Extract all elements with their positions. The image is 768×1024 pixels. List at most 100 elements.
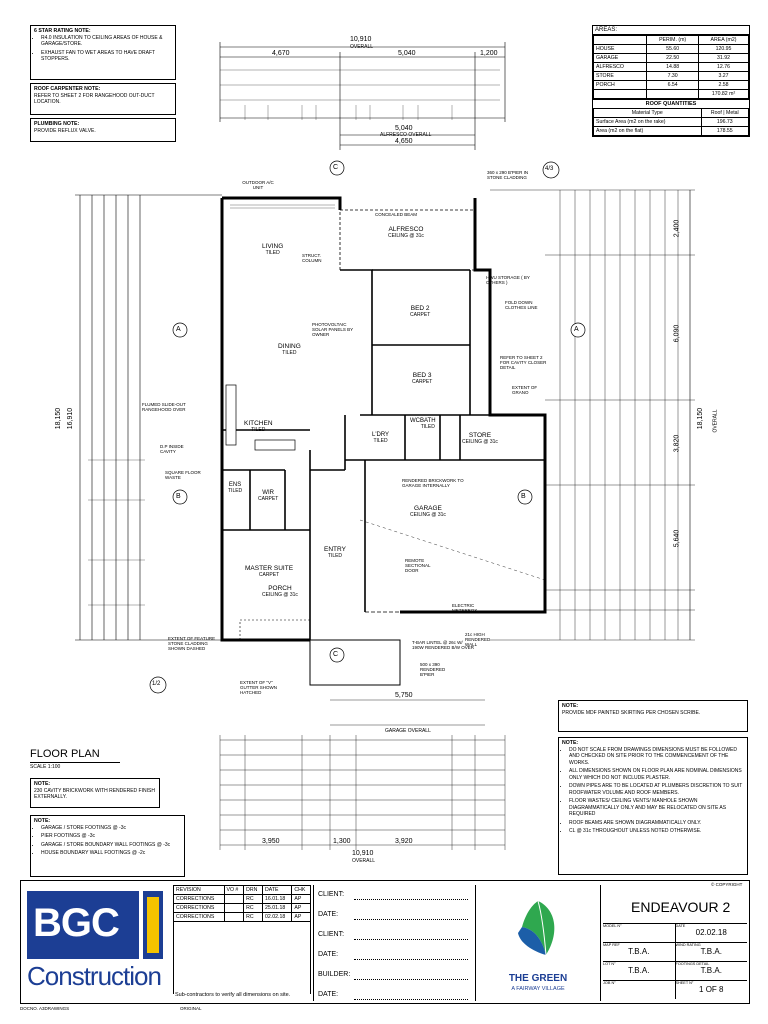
mdf-text: PROVIDE MDF PAINTED SKIRTING PER CHOSEN … xyxy=(562,709,701,716)
floor-plan-scale: SCALE 1:100 xyxy=(30,762,120,770)
footings-item: GARAGE / STORE FOOTINGS @ -3c xyxy=(41,825,181,832)
dim-right-overall: 18,150 xyxy=(697,407,705,430)
client-label: CLIENT: xyxy=(318,931,345,938)
dim-right-part: 2,400 xyxy=(673,219,681,238)
general-heading: NOTE: xyxy=(562,740,579,746)
callout-sectional-door: REMOTE SECTIONAL DOOR xyxy=(405,558,431,573)
revision-cell xyxy=(223,903,245,913)
footings-item: GARAGE / STORE BOUNDARY WALL FOOTINGS @ … xyxy=(41,842,181,849)
internal-walls xyxy=(222,209,545,640)
scale-marker-1-2 xyxy=(149,676,167,694)
dim-top-0: 4,670 xyxy=(272,50,290,57)
general-item: FLOOR WASTES/ CEILING VENTS/ MANHOLE SHO… xyxy=(569,798,744,818)
callout-rangehood: FLUMED SLIDE-OUT RANGEHOOD OVER xyxy=(142,402,186,412)
dim-alfresco-label: ALFRESCO OVERALL xyxy=(380,132,432,138)
revision-header: CHK xyxy=(291,885,311,895)
section-a-left xyxy=(172,322,188,338)
general-item: DOWN PIPES ARE TO BE LOCATED AT PLUMBERS… xyxy=(569,783,744,796)
footings-item: HOUSE BOUNDARY WALL FOOTINGS @ -2c xyxy=(41,850,181,857)
estate-tagline: A FAIRWAY VILLAGE xyxy=(511,986,565,992)
callout-t-bar-lintel: T-BAR LINTEL @ 26c W/ 190W RENDERED B/W … xyxy=(412,640,475,650)
bgc-logo-construction: Construction xyxy=(27,961,162,991)
dim-left-overall: 18,150 xyxy=(55,407,63,430)
roof-value: 178.55 xyxy=(700,126,750,136)
revision-cell: 25.01.18 xyxy=(262,903,293,913)
callout-v-gutter: EXTENT OF "V" GUTTER SHOWN HATCHED xyxy=(240,680,277,695)
revision-cell: CORRECTIONS xyxy=(173,894,225,904)
porch-outline xyxy=(239,619,311,641)
roof-carpenter-heading: ROOF CARPENTER NOTE: xyxy=(34,86,101,92)
plumbing-heading: PLUMBING NOTE: xyxy=(34,121,80,127)
section-b-label: B xyxy=(521,493,526,500)
general-note: NOTE: DO NOT SCALE FROM DRAWINGS DIMENSI… xyxy=(558,737,748,875)
callout-ac-unit: OUTDOOR A/C UNIT xyxy=(242,180,274,190)
roof-carpenter-note: ROOF CARPENTER NOTE: REFER TO SHEET 2 FO… xyxy=(30,83,176,115)
star-rating-item: EXHAUST FAN TO WET AREAS TO HAVE DRAFT S… xyxy=(41,50,172,63)
section-markers xyxy=(149,160,586,694)
floor-plan-drawing xyxy=(75,42,695,850)
callout-clothes-line: FOLD DOWN CLOTHES LINE xyxy=(505,300,538,310)
dim-bottom-2: 3,920 xyxy=(395,838,413,845)
table-row: Area (m2 on the flat)178.55 xyxy=(593,126,750,136)
copyright: © COPYRIGHT xyxy=(711,882,743,887)
leaf-icon xyxy=(518,900,555,956)
callout-grano: EXTENT OF GRANO xyxy=(512,385,538,395)
revision-cell: CORRECTIONS xyxy=(173,903,225,913)
section-c-label: C xyxy=(333,651,339,658)
date-label: DATE: xyxy=(318,911,339,918)
blank-cell xyxy=(592,89,648,99)
section-c-bottom xyxy=(329,647,345,663)
field-lot: LOT N°T.B.A. xyxy=(603,962,676,980)
field-sheet: SHEET N°1 OF 8 xyxy=(675,981,724,994)
field-model: MODEL N° xyxy=(603,924,676,942)
star-rating-item: R4.0 INSULATION TO CEILING AREAS OF HOUS… xyxy=(41,35,172,48)
room-wc: WC xyxy=(410,418,420,424)
revision-header: VO # xyxy=(223,885,245,895)
revision-cell: AP xyxy=(291,903,311,913)
callout-concealed-beam: CONCEALED BEAM xyxy=(375,212,418,217)
subcontractor-note: Sub-contractors to verify all dimensions… xyxy=(175,992,291,998)
callout-struct-column: STRUCT. COLUMN xyxy=(302,253,322,263)
dim-bottom-0: 3,950 xyxy=(262,838,280,845)
revision-header: DRN xyxy=(243,885,264,895)
dim-garage-overall: 5,750 xyxy=(395,692,413,699)
mdf-note: NOTE: PROVIDE MDF PAINTED SKIRTING PER C… xyxy=(558,700,748,732)
scale-marker-label: 1/2 xyxy=(152,681,161,687)
signature-line xyxy=(354,999,468,1000)
dim-alfresco-overall: 5,040 xyxy=(395,125,413,132)
plumbing-text: PROVIDE REFLUX VALVE. xyxy=(34,127,96,134)
dim-right-part: 5,640 xyxy=(673,529,681,548)
revision-cell xyxy=(223,894,245,904)
callout-meterbox: ELECTRIC METERBOX xyxy=(452,603,478,613)
roof-quantities-title: ROOF QUANTITIES xyxy=(593,99,749,108)
dim-garage-label: GARAGE OVERALL xyxy=(385,728,431,734)
footings-item: PIER FOOTINGS @ -3c xyxy=(41,833,181,840)
revision-header: REVISION xyxy=(173,885,225,895)
kitchen-island xyxy=(254,439,296,451)
revision-header: DATE xyxy=(262,885,293,895)
dim-right-label: OVERALL xyxy=(712,409,719,433)
callout-rendered-pier: 500 x 390 RENDERED B'PIER xyxy=(420,662,446,677)
callout-cavity-closer: REFER TO SHEET 2 FOR CAVITY CLOSER DETAI… xyxy=(500,355,547,370)
star-rating-note: 6 STAR RATING NOTE: R4.0 INSULATION TO C… xyxy=(30,25,176,80)
dim-bottom-1: 1,300 xyxy=(333,838,351,845)
general-item: DO NOT SCALE FROM DRAWINGS DIMENSIONS MU… xyxy=(569,747,744,767)
dim-overall-bottom: 10,910 xyxy=(352,850,374,857)
revision-cell: AP xyxy=(291,912,311,922)
